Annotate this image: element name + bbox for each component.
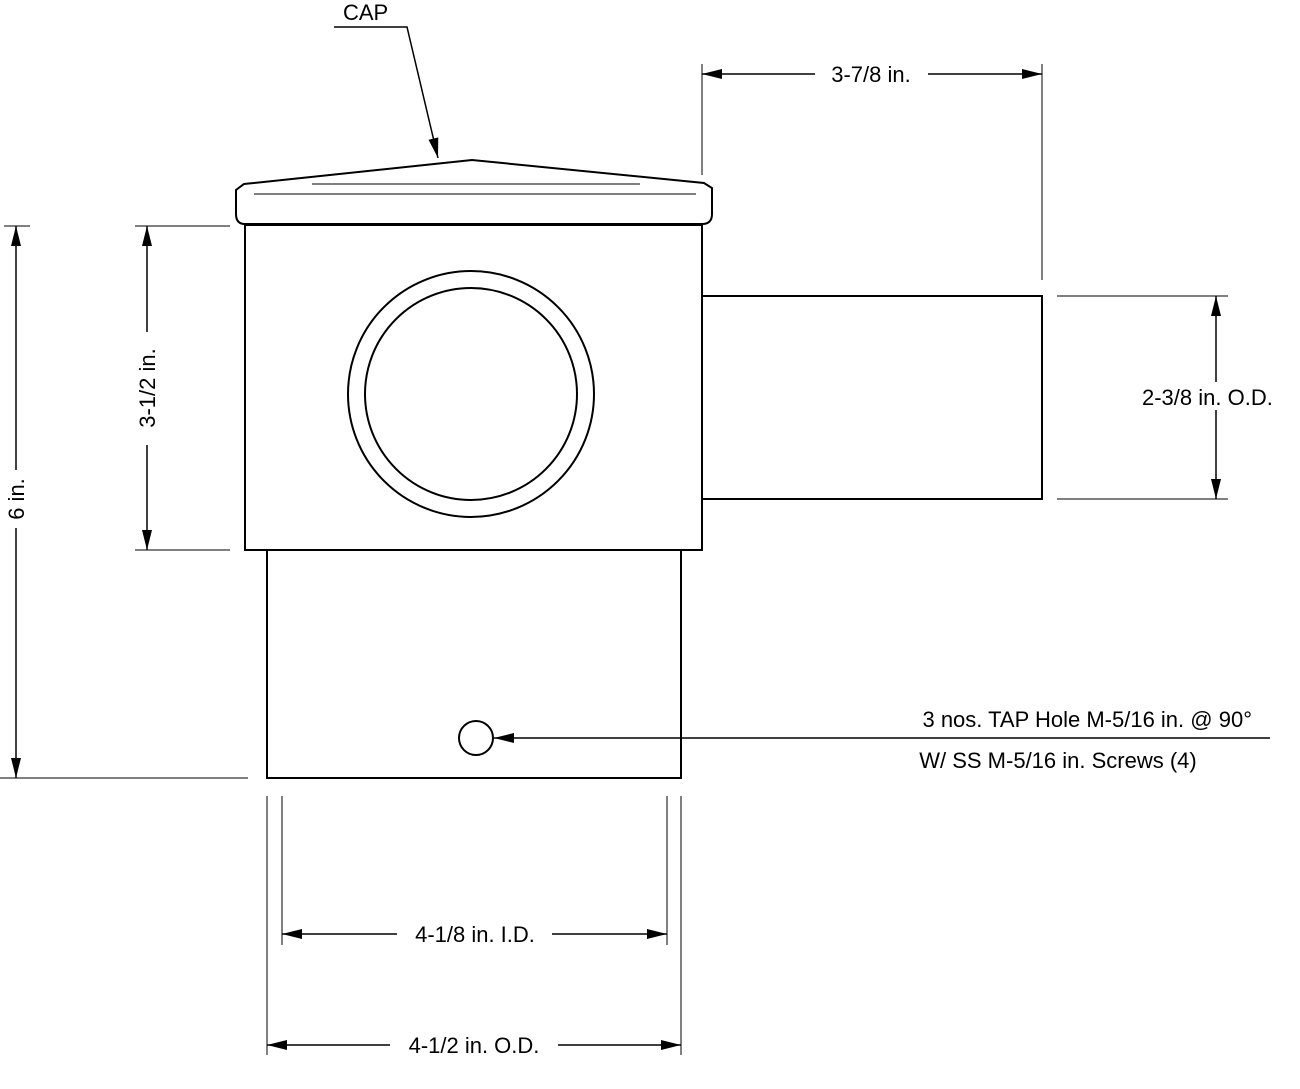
- side-pipe: [701, 295, 1043, 500]
- cap-label: CAP: [343, 0, 388, 25]
- dim-inner-diameter: 4-1/8 in. I.D.: [281, 796, 668, 947]
- label-mask: [1186, 382, 1246, 410]
- cap: [235, 158, 713, 225]
- cap-callout: CAP: [334, 0, 439, 159]
- total-height-label: 6 in.: [4, 478, 29, 520]
- dim-side-pipe-od: 2-3/8 in. O.D.: [1057, 295, 1273, 500]
- side-pipe-length-label: 3-7/8 in.: [831, 62, 911, 87]
- tap-hole: [458, 720, 494, 756]
- tap-hole-callout: 3 nos. TAP Hole M-5/16 in. @ 90° W/ SS M…: [494, 707, 1270, 773]
- dim-total-height: 6 in.: [0, 225, 248, 779]
- cap-leader: [334, 26, 439, 159]
- dim-outer-diameter: 4-1/2 in. O.D.: [266, 796, 682, 1058]
- inner-diameter-label: 4-1/8 in. I.D.: [415, 922, 535, 947]
- fitting: [235, 158, 1043, 779]
- side-pipe-od-label: 2-3/8 in. O.D.: [1142, 385, 1273, 410]
- body-height-label: 3-1/2 in.: [135, 348, 160, 428]
- screws-label: W/ SS M-5/16 in. Screws (4): [919, 748, 1197, 773]
- dim-body-height: 3-1/2 in.: [135, 225, 230, 551]
- tap-hole-label: 3 nos. TAP Hole M-5/16 in. @ 90°: [922, 707, 1252, 732]
- side-port-inner-ring: [364, 287, 578, 501]
- dim-side-pipe-length: 3-7/8 in.: [701, 62, 1043, 280]
- outer-diameter-label: 4-1/2 in. O.D.: [409, 1033, 540, 1058]
